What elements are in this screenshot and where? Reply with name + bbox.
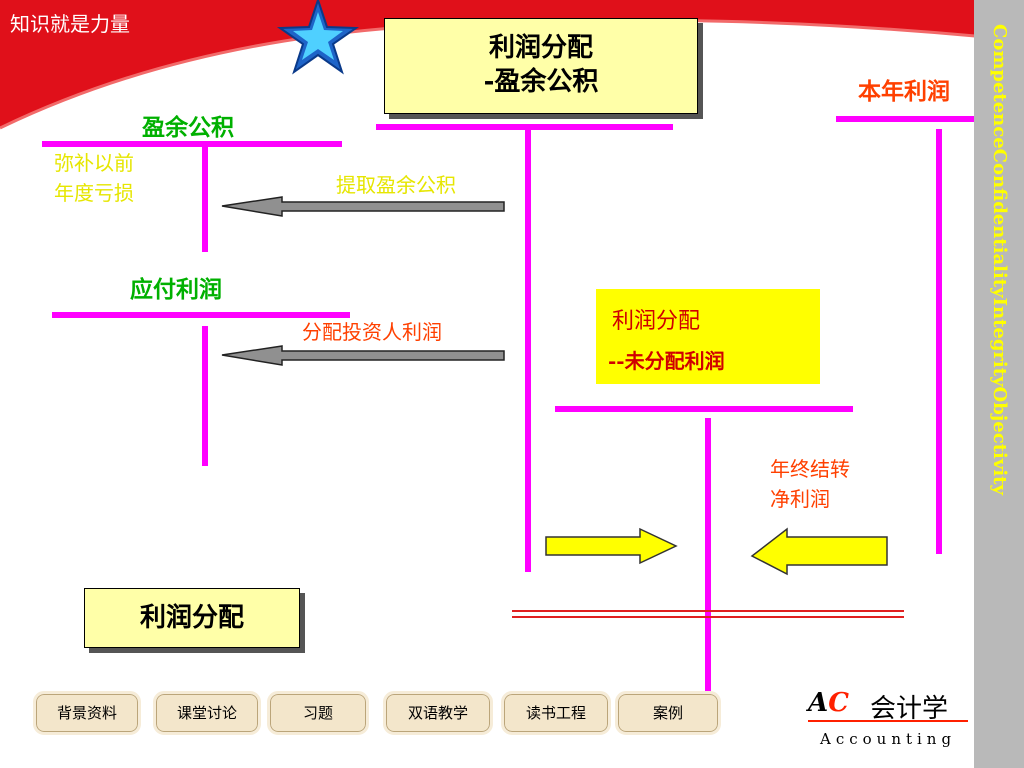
arrow-left-yellow-icon	[750, 527, 888, 576]
make-up-losses-line2: 年度亏损	[54, 181, 134, 205]
nav-button-bilingual[interactable]: 双语教学	[383, 691, 493, 735]
make-up-losses-label: 弥补以前 年度亏损	[54, 148, 134, 208]
nav-button-background[interactable]: 背景资料	[33, 691, 141, 735]
account-surplus-label: 盈余公积	[142, 114, 234, 141]
logo-chinese: 会计学	[870, 694, 949, 724]
undistributed-profit-box: 利润分配 --未分配利润	[596, 289, 820, 384]
account-dividends-label: 应付利润	[130, 276, 222, 303]
banner-wave	[0, 0, 975, 128]
account-net-income-label: 本年利润	[858, 78, 950, 105]
sidebar: CompetenceConfidentialityIntegrityObject…	[974, 0, 1024, 768]
box-subtitle: -盈余公积	[483, 67, 599, 97]
year-end-transfer-label: 年终结转 净利润	[770, 454, 850, 514]
profit-distribution-box: 利润分配	[84, 588, 300, 648]
year-end-transfer-line2: 净利润	[770, 487, 830, 511]
nav-button-discussion[interactable]: 课堂讨论	[153, 691, 261, 735]
logo-ac: AC	[808, 688, 849, 718]
arrow-left-dividends-icon	[221, 345, 505, 366]
withdraw-surplus-label: 提取盈余公积	[336, 173, 456, 197]
closing-double-line	[512, 610, 904, 618]
header-motto: 知识就是力量	[10, 12, 130, 36]
box-title: 利润分配	[612, 309, 701, 334]
box-title: 利润分配	[488, 33, 593, 63]
arrow-right-yellow-icon	[545, 527, 678, 565]
profit-distribution-surplus-box: 利润分配 -盈余公积	[384, 18, 698, 114]
nav-button-exercises[interactable]: 习题	[267, 691, 369, 735]
star-icon	[276, 0, 360, 75]
sidebar-values-text: CompetenceConfidentialityIntegrityObject…	[989, 24, 1010, 495]
box-subtitle: --未分配利润	[608, 349, 725, 373]
logo-underline	[808, 720, 968, 722]
make-up-losses-line1: 弥补以前	[54, 151, 134, 175]
accounting-logo: AC 会计学 Accounting	[808, 688, 968, 752]
logo-c: C	[828, 688, 849, 718]
nav-button-reading[interactable]: 读书工程	[501, 691, 611, 735]
logo-a: A	[808, 688, 829, 718]
logo-english: Accounting	[820, 730, 957, 748]
nav-button-cases[interactable]: 案例	[615, 691, 721, 735]
arrow-left-surplus-icon	[221, 196, 505, 217]
year-end-transfer-line1: 年终结转	[770, 457, 850, 481]
distribute-to-investors-label: 分配投资人利润	[302, 320, 442, 344]
